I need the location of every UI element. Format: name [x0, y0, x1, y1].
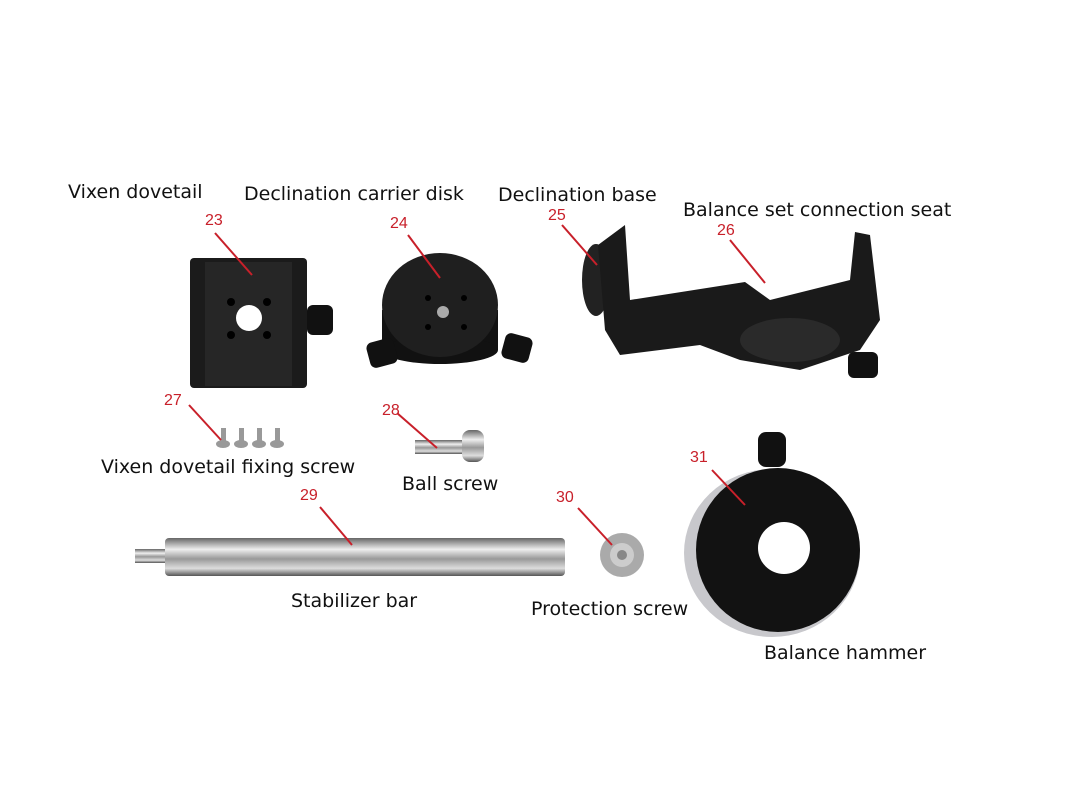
part-label: Vixen dovetail fixing screw [101, 456, 356, 478]
callout-number: 24 [390, 215, 408, 232]
callout-number: 23 [205, 212, 223, 229]
part-label: Declination carrier disk [244, 183, 464, 205]
callout-number: 27 [164, 392, 182, 409]
callout-number: 29 [300, 487, 318, 504]
callout-number: 25 [548, 207, 566, 224]
vixen-dovetail-part [190, 258, 333, 388]
declination-carrier-disk-part [366, 253, 533, 368]
part-label: Declination base [498, 184, 657, 206]
part-label: Vixen dovetail [68, 181, 203, 203]
callout-leader-lines [188, 224, 766, 546]
part-label: Stabilizer bar [291, 590, 418, 612]
fixing-screws-part [216, 428, 284, 448]
stabilizer-bar-part [135, 538, 565, 576]
callout-number: 26 [717, 222, 735, 239]
callout-number: 30 [556, 489, 574, 506]
part-label: Ball screw [402, 473, 499, 495]
part-label: Balance hammer [764, 642, 927, 664]
ball-screw-part [415, 430, 484, 462]
part-label: Balance set connection seat [683, 199, 952, 221]
callout-number: 28 [382, 402, 400, 419]
callout-number: 31 [690, 449, 708, 466]
part-label: Protection screw [531, 598, 689, 620]
declination-base-part [582, 225, 880, 378]
balance-hammer-part [684, 432, 860, 637]
